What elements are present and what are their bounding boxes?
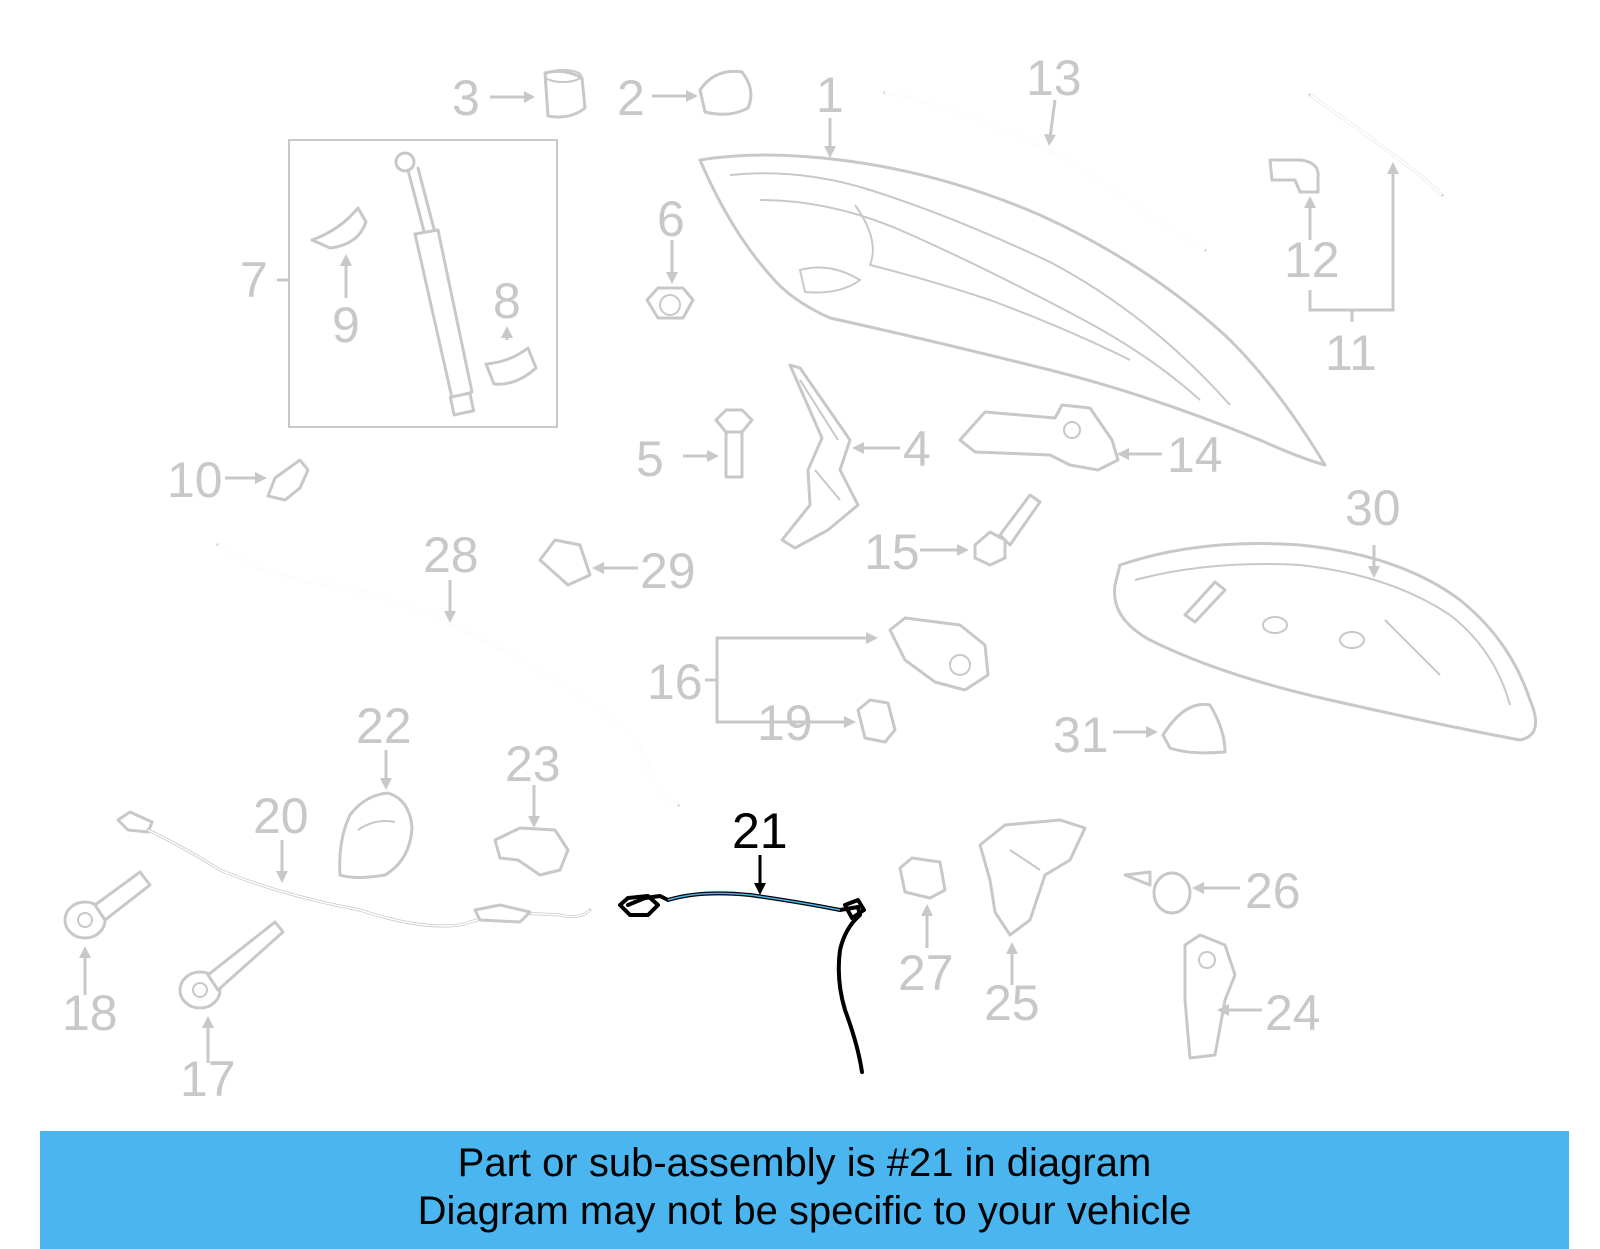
part-22-cover: 22	[338, 698, 414, 879]
part-29-clip: 29	[538, 538, 696, 599]
part-3-bumper: 3	[452, 69, 587, 126]
part-31-bumper: 31	[1053, 702, 1227, 763]
part-30-insulator: 30	[1112, 480, 1538, 742]
part-18-push-pin: 18	[62, 870, 152, 1041]
callout-1: 1	[816, 67, 844, 123]
callout-21: 21	[732, 803, 788, 859]
part-16-latch-assembly: 16 19	[647, 616, 990, 751]
part-5-bolt: 5	[636, 408, 754, 487]
callout-5: 5	[636, 431, 664, 487]
callout-9: 9	[332, 297, 360, 353]
callout-12: 12	[1284, 232, 1340, 288]
part-25-bracket: 25	[978, 818, 1087, 1031]
callout-29: 29	[640, 543, 696, 599]
callout-11: 11	[1325, 325, 1377, 381]
callout-10: 10	[167, 452, 223, 508]
part-27-clip: 27	[898, 856, 954, 1001]
callout-8: 8	[493, 273, 521, 329]
part-4-hinge: 4	[780, 363, 931, 550]
part-21-hood-release-cable[interactable]: 21	[618, 803, 866, 1074]
part-14-latch: 14	[958, 403, 1223, 483]
callout-6: 6	[657, 191, 685, 247]
callout-30: 30	[1345, 480, 1401, 536]
callout-3: 3	[452, 70, 480, 126]
callout-24: 24	[1265, 985, 1321, 1041]
part-13-weatherstrip: 13	[883, 50, 1207, 252]
banner-line-2: Diagram may not be specific to your vehi…	[417, 1189, 1192, 1233]
part-7-strut-assembly: 7 9 8	[240, 139, 558, 428]
part-17-stud: 17	[178, 920, 285, 1107]
info-banner: Part or sub-assembly is #21 in diagram D…	[40, 1131, 1569, 1249]
callout-7: 7	[240, 252, 268, 308]
callout-13: 13	[1026, 50, 1082, 106]
callout-28: 28	[423, 527, 479, 583]
callout-2: 2	[617, 70, 645, 126]
banner-line-1: Part or sub-assembly is #21 in diagram	[457, 1141, 1152, 1185]
callout-17: 17	[180, 1051, 236, 1107]
part-28-prop-rod: 28	[216, 527, 680, 807]
part-6-nut: 6	[645, 191, 695, 320]
part-26-push-pin: 26	[1123, 863, 1301, 919]
callout-14: 14	[1167, 427, 1223, 483]
part-11-seal: 12 11	[1268, 93, 1444, 381]
part-20-release-cable: 20	[116, 788, 592, 928]
callout-20: 20	[253, 788, 309, 844]
callout-19: 19	[757, 695, 813, 751]
callout-22: 22	[356, 698, 412, 754]
callout-27: 27	[898, 945, 954, 1001]
callout-31: 31	[1053, 707, 1109, 763]
callout-26: 26	[1245, 863, 1301, 919]
callout-16: 16	[647, 654, 703, 710]
callout-4: 4	[903, 421, 931, 477]
callout-15: 15	[864, 524, 920, 580]
part-24-hook: 24	[1183, 933, 1321, 1060]
part-1-hood: 1	[698, 67, 1327, 467]
part-15-screw: 15	[864, 493, 1042, 580]
callout-23: 23	[505, 736, 561, 792]
part-2-bumper: 2	[617, 69, 753, 126]
callout-25: 25	[984, 975, 1040, 1031]
callout-18: 18	[62, 985, 118, 1041]
part-10-fastener: 10	[167, 452, 310, 508]
part-23-grommet: 23	[493, 736, 570, 877]
